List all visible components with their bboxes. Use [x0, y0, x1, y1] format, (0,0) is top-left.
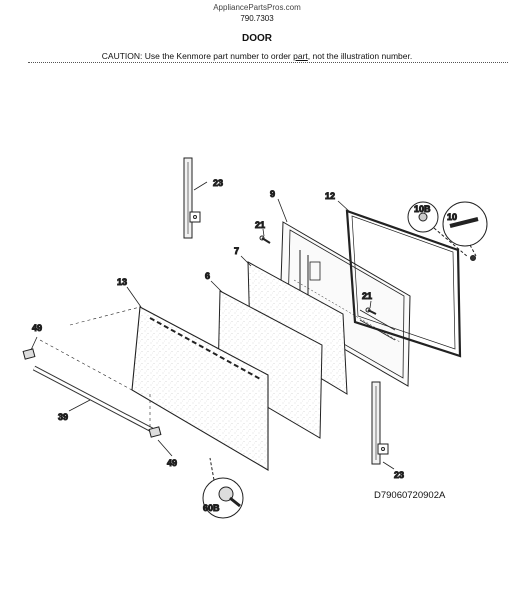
- screw-21-top: [259, 235, 271, 244]
- top-hinge: [183, 157, 201, 239]
- page-title: DOOR: [242, 33, 272, 44]
- callout-49-left: 49: [32, 323, 42, 333]
- door-gasket: [345, 209, 462, 358]
- bumper-right: [148, 426, 162, 438]
- callout-21-top: 21: [255, 220, 265, 230]
- callout-7: 7: [234, 246, 239, 256]
- model-number: 790.7303: [240, 14, 274, 23]
- part-link[interactable]: part: [293, 51, 308, 61]
- door-handle: [32, 365, 154, 433]
- callout-10b: 10B: [414, 204, 431, 214]
- diagram-code: D79060720902A: [374, 490, 446, 501]
- callout-23-top: 23: [213, 178, 223, 188]
- callout-60b: 60B: [203, 503, 220, 513]
- header-divider: [28, 62, 508, 63]
- assembly-guide-lines: [39, 306, 151, 430]
- callout-10: 10: [447, 212, 457, 222]
- screw-10b-inset: [407, 201, 469, 258]
- bottom-hinge: [371, 381, 389, 465]
- screw-10-inset: [442, 201, 488, 261]
- callout-6: 6: [205, 271, 210, 281]
- leader-lines: [30, 181, 395, 470]
- callout-9: 9: [270, 189, 275, 199]
- caution-text-end: , not the illustration number.: [307, 51, 413, 61]
- caution-note: CAUTION: Use the Kenmore part number to …: [0, 51, 514, 61]
- bumper-left: [22, 348, 36, 360]
- caution-text: CAUTION: Use the Kenmore part number to …: [101, 51, 294, 61]
- callout-49-right: 49: [167, 458, 177, 468]
- callout-12: 12: [325, 191, 335, 201]
- screw-21-lower: [365, 307, 377, 315]
- site-watermark: AppliancePartsPros.com: [213, 3, 301, 12]
- outer-door-panel: [131, 306, 269, 471]
- callout-21-lower: 21: [362, 291, 372, 301]
- screw-60b-inset: [202, 457, 244, 519]
- callout-23-bottom: 23: [394, 470, 404, 480]
- callout-13: 13: [117, 277, 127, 287]
- callout-39: 39: [58, 412, 68, 422]
